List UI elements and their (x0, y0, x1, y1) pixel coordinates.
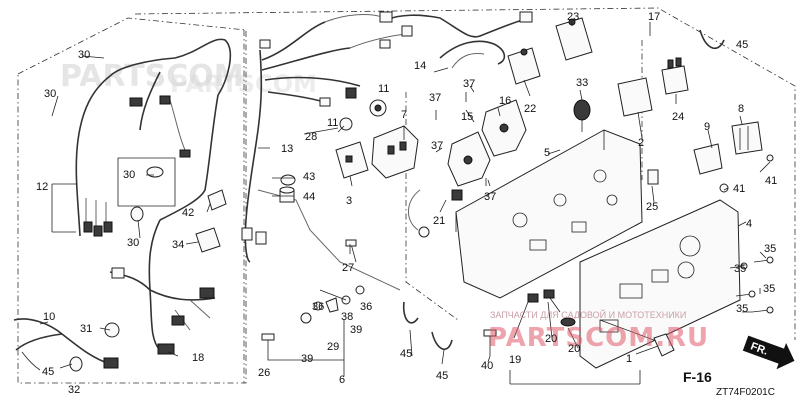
callout-41b[interactable]: 41 (733, 183, 745, 195)
callout-30c[interactable]: 30 (123, 169, 135, 181)
callout-8[interactable]: 8 (738, 103, 744, 115)
callout-41a[interactable]: 41 (765, 175, 777, 187)
callout-36a[interactable]: 36 (312, 301, 324, 313)
clip-box (117, 157, 176, 222)
callout-45b[interactable]: 45 (400, 348, 412, 360)
callout-39a[interactable]: 39 (301, 353, 313, 365)
callout-23[interactable]: 23 (567, 11, 579, 23)
screws-40-26-27 (483, 329, 497, 356)
callout-13[interactable]: 13 (281, 143, 293, 155)
part-25-41 (647, 154, 774, 193)
watermark-small-text: ЗАПЧАСТИ ДЛЯ САДОВОЙ И МОТОТЕХНИКИ (490, 309, 686, 320)
switch-33 (573, 99, 591, 132)
direction-arrow: FR. (742, 335, 795, 370)
callout-3[interactable]: 3 (346, 195, 352, 207)
callout-22[interactable]: 22 (524, 103, 536, 115)
bolts-35 (729, 256, 774, 314)
bushings-43-44 (279, 174, 296, 203)
bolt-1 (599, 319, 675, 357)
callout-38[interactable]: 38 (341, 311, 353, 323)
tie-straps-45 (402, 29, 725, 351)
callout-45d[interactable]: 45 (42, 366, 54, 378)
callout-31[interactable]: 31 (80, 323, 92, 335)
callout-36b[interactable]: 36 (360, 301, 372, 313)
callout-45c[interactable]: 45 (436, 370, 448, 382)
callout-9[interactable]: 9 (704, 121, 710, 133)
callout-18[interactable]: 18 (192, 352, 204, 364)
callout-2[interactable]: 2 (638, 137, 644, 149)
callout-37d[interactable]: 37 (484, 191, 496, 203)
callout-35c[interactable]: 35 (763, 283, 775, 295)
callout-6[interactable]: 6 (339, 374, 345, 386)
callout-11b[interactable]: 11 (327, 117, 338, 129)
callout-27[interactable]: 27 (342, 262, 354, 274)
breakers-22-23 (507, 17, 593, 85)
reference-block: F-16 ZT74F0201C FR. (683, 335, 795, 398)
callout-1[interactable]: 1 (626, 353, 632, 365)
callouts: 1 2 3 4 5 6 7 8 9 10 11 11 12 13 14 15 1… (36, 11, 777, 396)
callout-30d[interactable]: 30 (127, 237, 139, 249)
relay-2-24 (617, 57, 689, 117)
front-panel-4 (579, 199, 741, 369)
control-panel-5 (455, 129, 643, 299)
callout-29[interactable]: 29 (327, 341, 339, 353)
callout-30b[interactable]: 30 (44, 88, 56, 100)
callout-26[interactable]: 26 (258, 367, 270, 379)
callout-37b[interactable]: 37 (463, 78, 475, 90)
callout-12[interactable]: 12 (36, 181, 48, 193)
callout-19[interactable]: 19 (509, 354, 521, 366)
callout-37a[interactable]: 37 (429, 92, 441, 104)
callout-39b[interactable]: 39 (350, 324, 362, 336)
callout-14[interactable]: 14 (414, 60, 426, 72)
callout-34[interactable]: 34 (172, 239, 184, 251)
fasteners-36-39 (261, 239, 365, 356)
callout-17[interactable]: 17 (648, 11, 660, 23)
callout-35d[interactable]: 35 (736, 303, 748, 315)
module-8-9 (693, 121, 763, 175)
leader-lines (39, 20, 771, 385)
callout-4[interactable]: 4 (746, 218, 752, 230)
wire-bundle-14 (379, 11, 533, 69)
callout-42[interactable]: 42 (182, 207, 194, 219)
parts-19-20 (527, 289, 576, 327)
part-21 (408, 189, 463, 238)
direction-label: FR. (749, 340, 770, 357)
callout-40[interactable]: 40 (481, 360, 493, 372)
callout-43[interactable]: 43 (303, 171, 315, 183)
callout-28[interactable]: 28 (305, 131, 317, 143)
callout-35b[interactable]: 35 (734, 263, 746, 275)
callout-37c[interactable]: 37 (431, 140, 443, 152)
callout-21[interactable]: 21 (433, 215, 445, 227)
receptacle-15-16 (447, 99, 527, 187)
callout-45a[interactable]: 45 (736, 39, 748, 51)
outlet-7 (371, 125, 419, 179)
watermark: ЗАПЧАСТИ ДЛЯ САДОВОЙ И МОТОТЕХНИКИ PARTS… (488, 309, 709, 353)
callout-20a[interactable]: 20 (545, 333, 557, 345)
watermark-big-text: PARTSCOM.RU (488, 323, 709, 353)
cable-10 (13, 318, 120, 372)
callout-5[interactable]: 5 (544, 147, 550, 159)
clamps-42-34 (195, 189, 227, 253)
callout-7[interactable]: 7 (401, 109, 407, 121)
callout-24[interactable]: 24 (672, 111, 684, 123)
callout-11a[interactable]: 11 (378, 83, 389, 95)
wire-harness-12 (75, 38, 232, 355)
drawing-code: ZT74F0201C (716, 387, 775, 398)
callout-44[interactable]: 44 (303, 191, 315, 203)
callout-10[interactable]: 10 (43, 311, 55, 323)
callout-35a[interactable]: 35 (764, 243, 776, 255)
callout-25[interactable]: 25 (646, 201, 658, 213)
callout-20b[interactable]: 20 (568, 343, 580, 355)
callout-33[interactable]: 33 (576, 77, 588, 89)
callout-30a[interactable]: 30 (78, 49, 90, 61)
watermark-ghost-2: PARTSCOM (170, 70, 317, 98)
callout-32[interactable]: 32 (68, 384, 80, 396)
breaker-3 (335, 141, 369, 179)
callout-15[interactable]: 15 (461, 111, 473, 123)
figure-reference[interactable]: F-16 (683, 369, 712, 385)
callout-16[interactable]: 16 (499, 95, 511, 107)
